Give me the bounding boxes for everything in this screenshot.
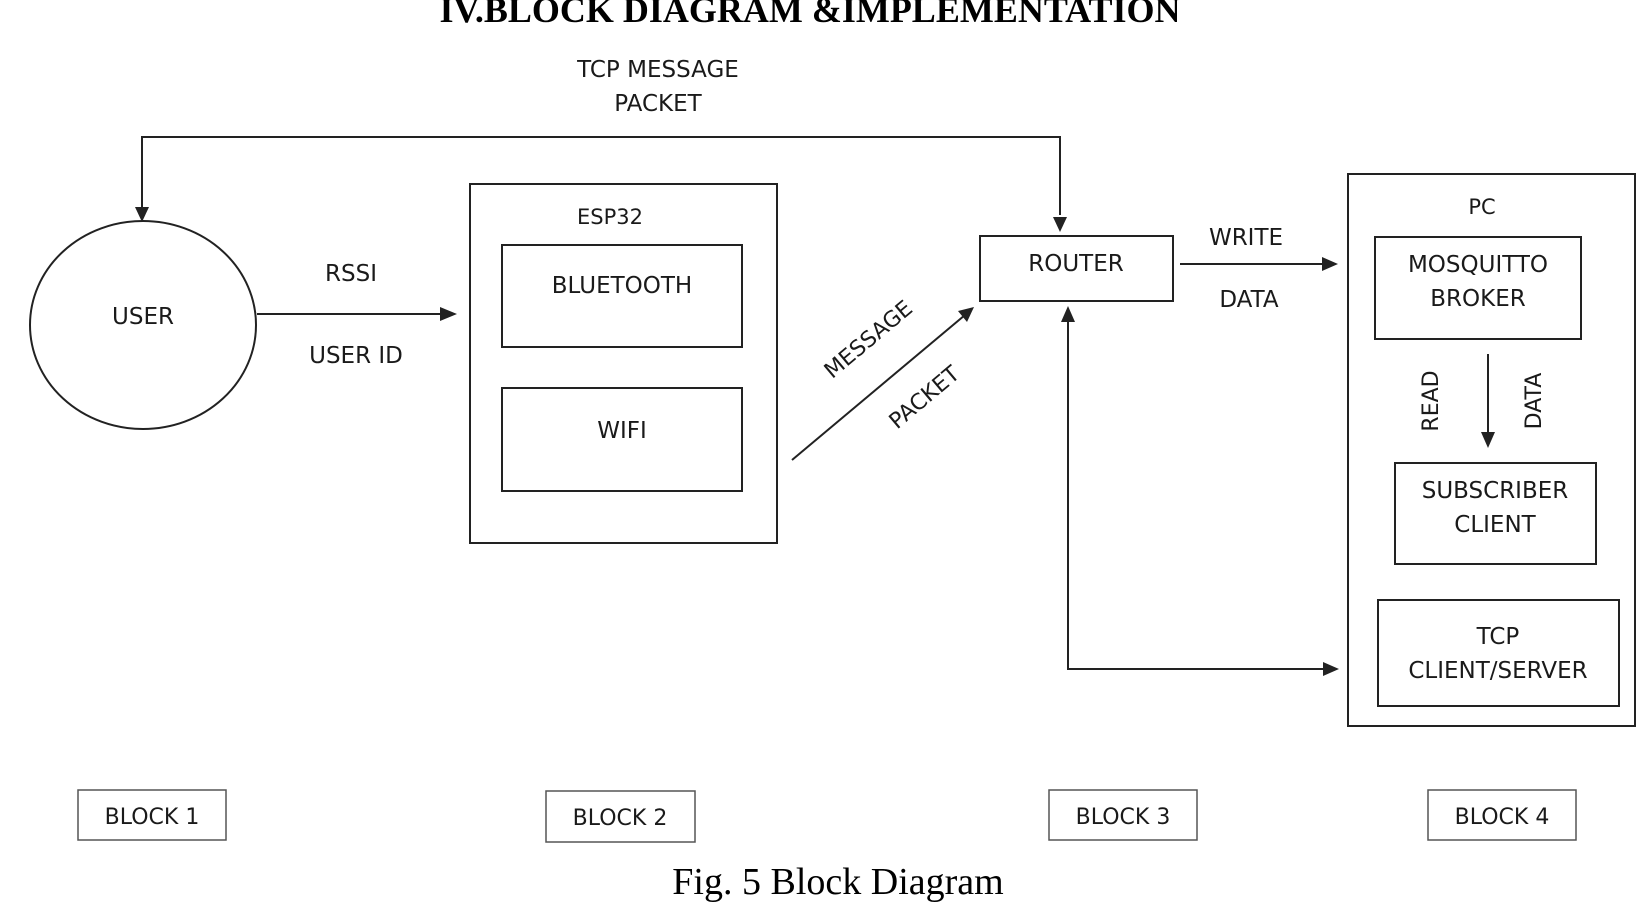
esp32-to-router-arrow [791,307,974,461]
block-4-box [1427,789,1577,841]
data-label-down: DATA [1522,373,1547,430]
router-box [979,235,1174,302]
message-label: MESSAGE [820,296,918,384]
subscriber-client-box [1394,462,1597,565]
user-label: USER [112,304,174,330]
router-to-broker-arrow [1180,257,1338,271]
user-node [29,220,257,430]
data-label-right: DATA [1219,287,1279,313]
broker-line-1: MOSQUITTO [1408,252,1548,278]
block-2-label: BLOCK 2 [573,806,668,831]
block-3-box [1048,789,1198,841]
wifi-label: WIFI [597,418,647,444]
tcp-packet-label: PACKET [614,91,702,117]
user-id-label: USER ID [309,343,403,369]
section-heading: IV.BLOCK DIAGRAM &IMPLEMENTATION [439,0,1180,30]
wifi-box [501,387,743,492]
tcp-message-loop [135,136,1067,232]
block-3-label: BLOCK 3 [1076,805,1171,830]
tcp-client-server-box [1377,599,1620,707]
tcp-message-label: TCP MESSAGE [576,57,739,83]
rssi-label: RSSI [325,261,377,287]
block-4-label: BLOCK 4 [1455,805,1550,830]
subscriber-line-1: SUBSCRIBER [1422,478,1569,504]
router-to-tcp-arrow [1061,306,1339,676]
tcp-line-2: CLIENT/SERVER [1408,658,1587,684]
broker-to-subscriber-arrow [1481,354,1495,448]
block-2-box [545,790,696,843]
figure-caption: Fig. 5 Block Diagram [672,861,1003,902]
router-label: ROUTER [1028,251,1124,277]
bluetooth-box [501,244,743,348]
block-1-label: BLOCK 1 [105,805,200,830]
pc-label: PC [1468,195,1495,219]
esp32-label: ESP32 [577,205,643,229]
bluetooth-label: BLUETOOTH [552,273,692,299]
subscriber-line-2: CLIENT [1454,512,1536,538]
broker-line-2: BROKER [1430,286,1525,312]
mosquitto-broker-box [1374,236,1582,340]
block-1-box [77,789,227,841]
read-label: READ [1419,370,1444,431]
user-to-esp32-arrow [257,307,457,321]
write-label: WRITE [1209,225,1283,251]
tcp-line-1: TCP [1476,624,1520,650]
